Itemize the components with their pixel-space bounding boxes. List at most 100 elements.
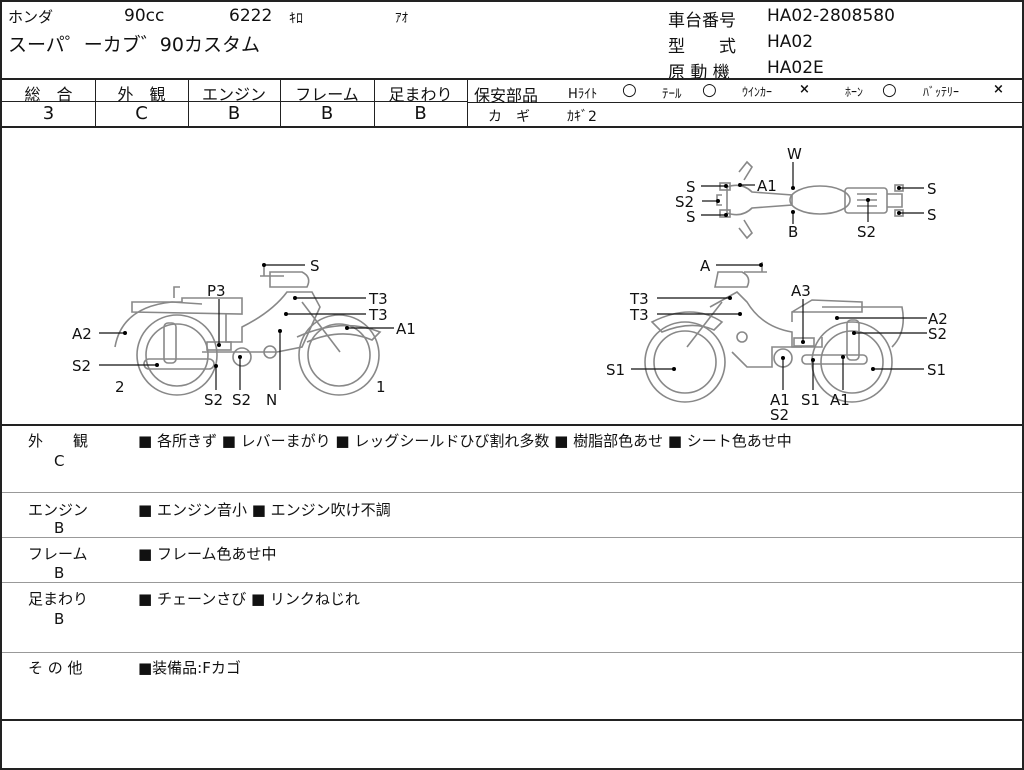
- key-value: ｶｷﾞ2: [567, 109, 597, 125]
- safety-headlight: Hﾗｲﾄ: [568, 87, 598, 102]
- diagram-label: T3: [629, 306, 649, 324]
- grade-header-overall: 総 合: [24, 85, 73, 104]
- diagram-label: S2: [232, 391, 251, 409]
- engine: HA02E: [767, 58, 824, 78]
- note-grade: C: [54, 452, 65, 470]
- safety-horn: ﾎｰﾝ: [845, 85, 864, 99]
- diagram-label: S2: [857, 223, 876, 241]
- diagram-label: W: [787, 145, 802, 163]
- divider: [467, 102, 1022, 103]
- note-text: ■ 各所きず ■ レバーまがり ■ レッグシールドひび割れ多数 ■ 樹脂部色あせ…: [138, 432, 792, 450]
- left-side-bike-drawing: [114, 264, 382, 396]
- grade-overall: 3: [42, 103, 55, 124]
- note-grade: B: [54, 564, 65, 582]
- safety-battery: ﾊﾞｯﾃﾘｰ: [923, 85, 960, 99]
- diagram-label: A1: [396, 320, 416, 338]
- diagram-label: S: [927, 180, 937, 198]
- safety-winker: ｳｲﾝｶｰ: [742, 85, 773, 99]
- grade-header-frame: フレーム: [295, 85, 359, 104]
- frame-no: HA02-2808580: [767, 6, 895, 26]
- mileage: 6222: [229, 6, 273, 26]
- frame-no-label: 車台番号: [668, 11, 736, 31]
- diagram-label: A2: [72, 325, 92, 343]
- diagram-label: S: [310, 257, 320, 275]
- diagram-label: A1: [830, 391, 850, 409]
- divider: [2, 126, 1022, 128]
- diagram-label: S2: [72, 357, 91, 375]
- divider: [2, 78, 1022, 80]
- diagram-label: A1: [770, 391, 790, 409]
- divider: [95, 79, 96, 127]
- note-text: ■ チェーンさび ■ リンクねじれ: [138, 590, 360, 608]
- note-grade: B: [54, 610, 65, 628]
- divider: [2, 582, 1022, 583]
- grade-header-exterior: 外 観: [117, 85, 166, 104]
- diagram-label: 2: [115, 378, 125, 396]
- color: ｱｵ: [395, 11, 408, 26]
- safety-tail: ﾃｰﾙ: [662, 87, 682, 102]
- diagram-label: S: [927, 206, 937, 224]
- left-bike-leaders: [99, 263, 394, 390]
- note-text: ■ フレーム色あせ中: [138, 545, 277, 563]
- type: HA02: [767, 32, 814, 52]
- diagram-label: S: [686, 178, 696, 196]
- divider: [188, 79, 189, 127]
- divider: [374, 79, 375, 127]
- mileage-unit: ｷﾛ: [289, 11, 303, 27]
- diagram-label: S1: [606, 361, 625, 379]
- right-side-bike-drawing: [644, 262, 905, 403]
- divider: [2, 424, 1022, 426]
- safety-tail-mark: ○: [702, 80, 717, 100]
- diagram-label: S2: [928, 325, 947, 343]
- diagram-label: T3: [368, 290, 388, 308]
- top-bike-leaders: [701, 162, 924, 224]
- divider: [2, 101, 467, 102]
- note-category: 足まわり: [28, 590, 89, 608]
- key-label: カ ギ: [488, 109, 530, 125]
- diagram-label: S2: [204, 391, 223, 409]
- safety-winker-mark: ×: [799, 82, 810, 97]
- diagram-label: A2: [928, 310, 948, 328]
- divider: [2, 492, 1022, 493]
- grade-engine: B: [227, 103, 241, 124]
- displacement: 90cc: [124, 6, 165, 26]
- grade-frame: B: [320, 103, 334, 124]
- grade-header-suspension: 足まわり: [388, 85, 453, 104]
- model-name: スーパ゜ーカブ゛90カスタム: [8, 34, 260, 56]
- divider: [467, 79, 468, 127]
- diagram-label: S1: [927, 361, 946, 379]
- note-category: エンジン: [28, 501, 89, 519]
- damage-diagram: S P3 T3 T3 A2 A1 S2 2 1 S2 S2 N: [72, 145, 948, 424]
- diagram-label: S1: [801, 391, 820, 409]
- diagram-label: T3: [629, 290, 649, 308]
- diagram-label: S: [686, 208, 696, 226]
- diagram-label: N: [266, 391, 277, 409]
- grade-exterior: C: [135, 103, 148, 124]
- safety-horn-mark: ○: [882, 80, 897, 100]
- note-grade: B: [54, 519, 65, 537]
- type-label: 型 式: [668, 37, 736, 57]
- right-bike-leaders: [631, 263, 927, 390]
- note-text: ■装備品:Fカゴ: [138, 659, 241, 677]
- grade-header-engine: エンジン: [201, 85, 266, 104]
- diagram-label: S2: [770, 406, 789, 424]
- diagram-label: P3: [207, 282, 226, 300]
- diagram-label: A3: [791, 282, 811, 300]
- maker: ホンダ: [8, 8, 54, 26]
- divider: [2, 719, 1022, 721]
- note-category: 外 観: [28, 432, 89, 450]
- grade-suspension: B: [414, 103, 427, 124]
- divider: [2, 537, 1022, 538]
- safety-label: 保安部品: [474, 86, 539, 105]
- divider: [2, 652, 1022, 653]
- diagram-label: T3: [368, 306, 388, 324]
- safety-battery-mark: ×: [993, 82, 1004, 97]
- safety-headlight-mark: ○: [622, 80, 637, 100]
- diagram-label: 1: [376, 378, 386, 396]
- divider: [280, 79, 281, 127]
- diagram-label: A1: [757, 177, 777, 195]
- diagram-label: A: [700, 257, 711, 275]
- diagram-label: B: [788, 223, 798, 241]
- note-category: そ の 他: [28, 659, 83, 677]
